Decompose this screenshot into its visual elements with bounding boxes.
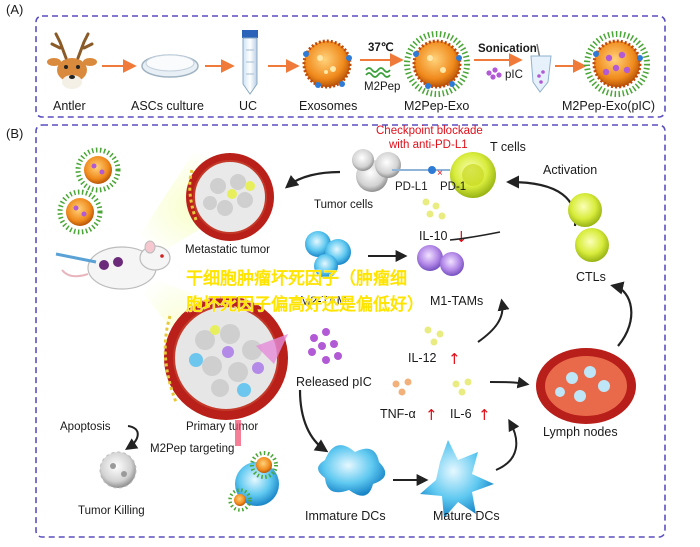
activation-label: Activation	[543, 163, 597, 177]
primary-tumor-icon	[163, 296, 288, 420]
exosome-icon	[302, 39, 352, 89]
il12-up-arrow-icon: ↑	[448, 350, 461, 368]
m2-tams-label: M2-TAMs	[300, 294, 353, 308]
overlay-text-line1: 干细胞肿瘤坏死因子（肿瘤细	[186, 268, 407, 289]
checkpoint-line2: with anti-PD-L1	[388, 139, 468, 151]
step-ascs-culture: ASCs culture	[131, 99, 204, 113]
tumor-killing-cell-icon	[99, 451, 137, 489]
mature-dcs-label: Mature DCs	[433, 509, 500, 523]
tumor-cells-label: Tumor cells	[314, 199, 373, 211]
m2pep-peptide-icon-2	[365, 72, 391, 78]
tumor-killing-label: Tumor Killing	[78, 505, 145, 517]
m2pep-exo-icon	[404, 31, 470, 97]
m2pep-exo-pic-icon	[584, 31, 650, 97]
panel-a-frame	[35, 15, 666, 118]
temp-label: 37℃	[368, 41, 394, 54]
t-cell-icon	[450, 152, 496, 198]
il12-label: IL-12	[408, 351, 437, 365]
mature-dc-icon	[420, 440, 494, 518]
t-cells-label: T cells	[490, 140, 526, 154]
released-pic-label: Released pIC	[296, 375, 372, 389]
panel-b-frame	[35, 124, 666, 538]
arrow-lymph-to-ctl	[610, 281, 633, 347]
m1-tams-label: M1-TAMs	[430, 294, 483, 308]
m2pep-targeting-label: M2Pep targeting	[150, 443, 234, 455]
metastatic-tumor-label: Metastatic tumor	[185, 244, 270, 256]
tumor-cells-icon	[352, 149, 401, 192]
step-exosomes: Exosomes	[299, 99, 357, 113]
step-m2pep-exo: M2Pep-Exo	[404, 99, 469, 113]
tnf-up-arrow-icon: ↑	[425, 406, 438, 424]
il12-molecules-icon	[424, 326, 444, 346]
il6-label: IL-6	[450, 407, 472, 421]
arrow-mature-dc-up	[495, 418, 520, 471]
sonication-label: Sonication	[478, 43, 537, 55]
pic-dots-icon	[486, 67, 502, 80]
arrow-m1-link	[449, 231, 501, 241]
m2pep-peptide-icon	[365, 67, 391, 73]
pd-l1-pd-1-binding-icon: ×	[392, 166, 450, 179]
panel-a-label: (A)	[6, 2, 23, 17]
arrow-tumor-to-metastatic	[284, 170, 341, 189]
svg-text:×: ×	[437, 168, 443, 179]
pd-1-label: PD-1	[440, 181, 466, 193]
metastatic-tumor-icon	[186, 153, 274, 241]
released-pic-dots-icon	[308, 328, 342, 364]
immature-dcs-label: Immature DCs	[305, 509, 386, 523]
ctl-cells-icon	[568, 193, 609, 262]
arrow-to-lymph	[489, 376, 530, 389]
step-uc: UC	[239, 99, 257, 113]
overlay-text-line2: 胞坏死因子偏高好还是偏低好）	[186, 294, 424, 315]
lymph-nodes-label: Lymph nodes	[543, 425, 618, 439]
m1-tams-icon	[417, 245, 464, 276]
il6-molecules-icon	[452, 378, 472, 396]
arrow-apoptosis	[125, 425, 139, 450]
m2pep-targeting-exosome-icon	[228, 451, 279, 512]
mouse-icon	[55, 240, 171, 290]
ctls-label: CTLs	[576, 270, 606, 284]
uc-tube-icon	[242, 30, 258, 95]
step-antler: Antler	[53, 99, 86, 113]
exosome-cluster-upper	[75, 147, 121, 193]
tnf-molecules-icon	[392, 378, 412, 396]
immature-dc-icon	[318, 445, 386, 496]
step-m2pep-exo-pic: M2Pep-Exo(pIC)	[562, 99, 655, 113]
m2-tams-icon	[305, 231, 351, 278]
apoptosis-label: Apoptosis	[60, 421, 111, 433]
arrow-il12	[477, 298, 510, 343]
checkpoint-line1: Checkpoint blockade	[376, 125, 483, 137]
primary-tumor-label: Primary tumor	[186, 421, 258, 433]
arrow-ctl-activation	[506, 175, 577, 227]
pic-label: pIC	[505, 69, 523, 81]
il10-label: IL-10	[419, 229, 448, 243]
deer-icon	[47, 32, 97, 89]
lymph-node-icon	[536, 348, 636, 424]
pd-l1-label: PD-L1	[395, 181, 428, 193]
sonication-probe-icon	[530, 43, 552, 93]
il10-down-arrow-icon: ↓	[455, 228, 468, 246]
tnf-alpha-label: TNF-α	[380, 407, 416, 421]
m2pep-label: M2Pep	[364, 81, 400, 93]
petri-dish-icon	[141, 54, 199, 78]
il10-molecules-icon	[422, 198, 446, 220]
exosome-cluster-lower	[57, 189, 103, 235]
il6-up-arrow-icon: ↑	[478, 406, 491, 424]
arrow-pic-to-dc	[298, 389, 329, 453]
panel-b-label: (B)	[6, 126, 23, 141]
